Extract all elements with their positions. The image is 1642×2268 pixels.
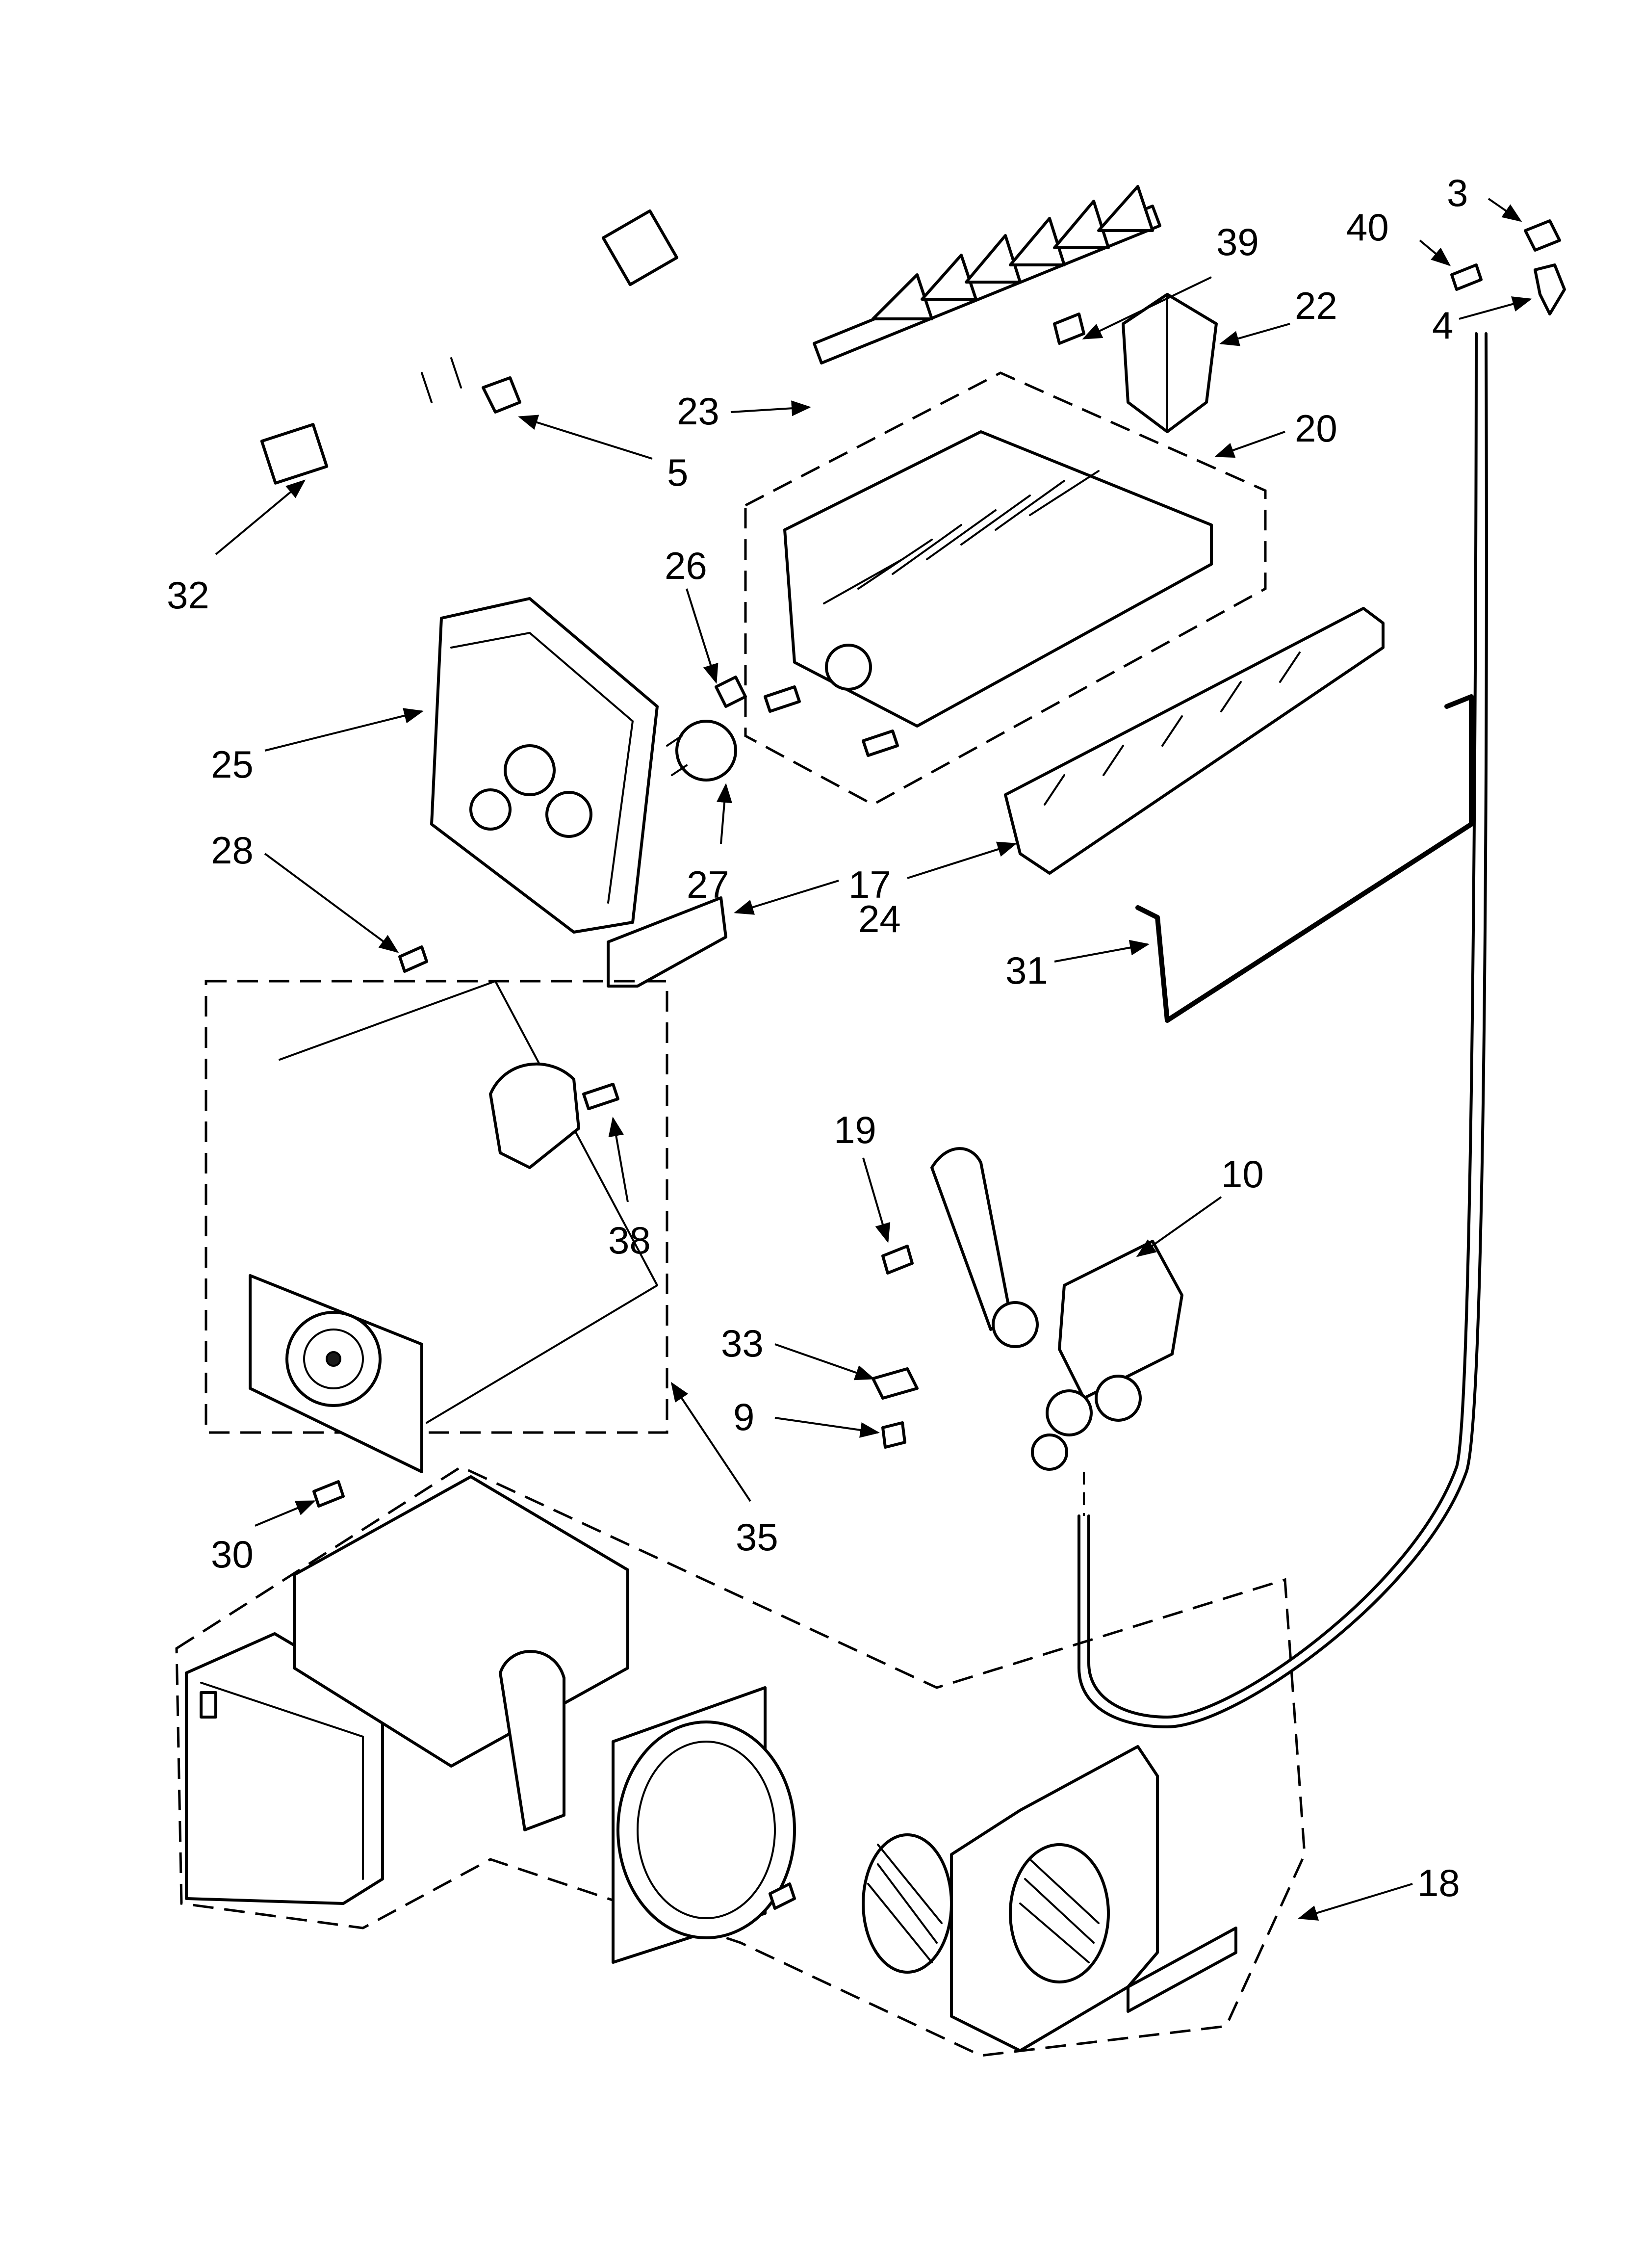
fill-cup [1122, 293, 1218, 433]
tube-fitting [1534, 263, 1566, 315]
callout-label: 38 [608, 1219, 651, 1262]
callout-label: 24 [858, 897, 901, 940]
bracket [607, 896, 727, 988]
ejector-shaft [813, 185, 1161, 365]
callout-labels: 3 40 4 39 22 23 20 5 32 26 25 27 28 17 2… [167, 171, 1468, 1904]
shutoff-arm [1135, 694, 1474, 1023]
motor-assembly [205, 980, 668, 1473]
callout-label: 31 [1005, 949, 1048, 992]
ice-stripper [1004, 607, 1385, 875]
callout-label: 23 [677, 390, 719, 433]
callout-label: 25 [211, 743, 254, 786]
ice-mold [744, 371, 1267, 806]
screw [1053, 313, 1085, 345]
valve-clamp-screw [881, 1421, 906, 1449]
callout-label: 5 [667, 451, 688, 494]
callout-label: 27 [687, 863, 729, 906]
housing-screw [398, 945, 428, 973]
callout-label: 10 [1221, 1152, 1264, 1196]
callout-label: 17 [848, 863, 891, 906]
callout-label: 35 [736, 1515, 778, 1559]
callout-label: 22 [1295, 284, 1337, 327]
control-housing [430, 597, 659, 934]
tube-clamp [1524, 219, 1561, 252]
callout-label: 33 [721, 1322, 764, 1365]
clamp-screw [1450, 263, 1483, 291]
wire-harness [260, 209, 679, 485]
callout-leaders [215, 198, 1532, 1921]
callout-label: 39 [1216, 220, 1259, 263]
callout-label: 32 [167, 574, 209, 617]
thermostat [666, 720, 737, 782]
callout-label: 30 [211, 1533, 254, 1576]
callout-label: 26 [665, 544, 707, 587]
valve-clamp [872, 1367, 919, 1400]
callout-label: 18 [1417, 1861, 1460, 1904]
callout-label: 40 [1346, 206, 1389, 249]
callout-label: 20 [1295, 407, 1337, 450]
callout-label: 9 [733, 1395, 754, 1438]
callout-label: 28 [211, 829, 254, 872]
callout-label: 19 [834, 1108, 876, 1151]
valve-screw [881, 1245, 914, 1275]
thermostat-clip [715, 676, 747, 708]
harness-clip [482, 376, 521, 414]
callout-label: 4 [1432, 304, 1453, 347]
auger-motor-assembly [175, 1465, 1306, 2057]
callout-label: 3 [1447, 171, 1468, 214]
water-valve [930, 1147, 1183, 1471]
screw-30 [312, 1480, 345, 1508]
water-tubing [1078, 332, 1488, 1728]
